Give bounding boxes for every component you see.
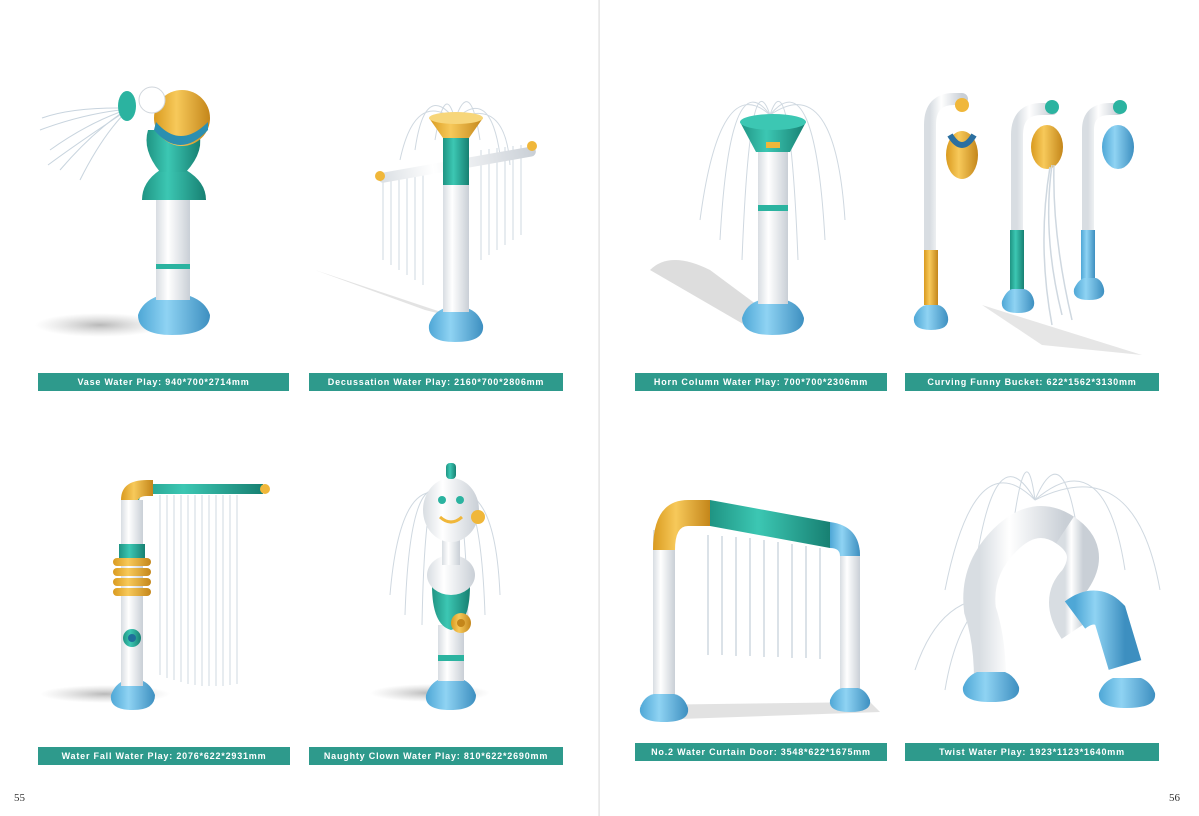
base-shape — [962, 672, 1020, 702]
base-shape — [829, 688, 871, 712]
product-label-vase: Vase Water Play: 940*700*2714mm — [38, 373, 289, 391]
page-number-right: 56 — [1169, 792, 1180, 804]
base-shape — [110, 680, 155, 710]
base-shape — [425, 679, 476, 710]
top-bar-shape — [710, 500, 830, 548]
twist-water-play-illustration — [914, 471, 1161, 708]
base-shape — [742, 300, 804, 335]
base-shape — [639, 694, 689, 722]
water-curtain-door-illustration — [639, 500, 880, 722]
horn-rim-shape — [740, 114, 806, 130]
curved-pipe-shape — [1082, 103, 1124, 241]
nozzle-head-shape — [138, 86, 166, 114]
shadow-shape — [982, 305, 1142, 355]
product-label-decussation: Decussation Water Play: 2160*700*2806mm — [309, 373, 563, 391]
left-page: Vase Water Play: 940*700*2714mm Decussat… — [0, 0, 599, 816]
column-band-shape — [438, 655, 464, 661]
column-band-shape — [156, 264, 190, 269]
bucket-shape — [1031, 125, 1063, 169]
clown-mouth-shape — [438, 515, 464, 524]
top-pipe-shape — [130, 484, 263, 502]
bucket-ring-shape — [947, 133, 977, 148]
pipe-sleeve-shape — [1010, 230, 1024, 290]
product-label-curving-funny-bucket: Curving Funny Bucket: 622*1562*3130mm — [905, 373, 1159, 391]
right-page: Horn Column Water Play: 700*700*2306mm C… — [600, 0, 1199, 816]
vase-neck-shape — [142, 170, 206, 200]
right-elbow-shape — [830, 522, 860, 556]
left-post-shape — [653, 530, 675, 700]
water-fountain-shape — [914, 471, 1161, 691]
column-shape — [443, 180, 469, 312]
water-curtain-shape — [159, 495, 238, 686]
base-shape — [913, 305, 949, 330]
pivot-shape — [1045, 100, 1059, 114]
base-shape — [428, 308, 484, 342]
column-shape — [438, 625, 464, 681]
blue-elbow-shape — [1064, 590, 1142, 670]
coil-shape — [113, 558, 151, 596]
base-shape — [1073, 278, 1105, 300]
page-number-left: 55 — [14, 792, 25, 804]
clown-head-shape — [423, 478, 479, 542]
curved-pipe-shape — [924, 93, 968, 261]
water-curtain-shape — [707, 535, 821, 659]
clown-eye-shape — [438, 496, 446, 504]
clown-belly-shape — [427, 555, 475, 595]
column-shape — [758, 150, 788, 304]
decussation-water-play-illustration — [315, 101, 537, 342]
pipe-sleeve-shape — [1081, 230, 1095, 280]
bar-end-shape — [527, 141, 537, 151]
clown-neck-shape — [442, 540, 460, 565]
elbow-shape — [121, 480, 153, 504]
column-teal-shape — [443, 135, 469, 185]
nozzle-cup-shape — [118, 91, 136, 121]
pipe-end-shape — [260, 484, 270, 494]
horn-band-shape — [766, 142, 780, 148]
horn-column-water-play-illustration — [650, 101, 846, 335]
column-band-shape — [758, 205, 788, 211]
column-shape — [156, 200, 190, 300]
product-label-naughty-clown: Naughty Clown Water Play: 810*622*2690mm — [309, 747, 563, 765]
twist-tube-shape — [1049, 516, 1099, 639]
ball-band-shape — [154, 122, 208, 145]
product-label-water-curtain-door: No.2 Water Curtain Door: 3548*622*1675mm — [635, 743, 887, 761]
nozzle-center-shape — [457, 619, 465, 627]
nozzle-center-shape — [128, 634, 136, 642]
left-elbow-shape — [653, 500, 710, 550]
right-post-shape — [840, 550, 860, 695]
pivot-shape — [955, 98, 969, 112]
column-collar-shape — [119, 544, 145, 558]
shadow-shape — [315, 270, 465, 320]
pivot-shape — [1113, 100, 1127, 114]
water-fall-water-play-illustration — [40, 480, 270, 710]
water-jet-shape — [39, 107, 123, 181]
curved-pipe-shape — [1011, 103, 1058, 241]
bucket-shape — [1102, 125, 1134, 169]
vase-water-play-illustration — [35, 86, 210, 337]
pipe-sleeve-shape — [924, 250, 938, 305]
product-label-twist: Twist Water Play: 1923*1123*1640mm — [905, 743, 1159, 761]
product-label-water-fall: Water Fall Water Play: 2076*622*2931mm — [38, 747, 290, 765]
page-gutter — [598, 0, 601, 816]
clown-hat-shape — [446, 463, 456, 479]
shadow-shape — [640, 702, 880, 720]
horn-top-shape — [740, 122, 806, 152]
clown-eye-shape — [456, 496, 464, 504]
naughty-clown-water-play-illustration — [370, 463, 501, 710]
bar-end-shape — [375, 171, 385, 181]
clown-ear-shape — [471, 510, 485, 524]
base-shape — [1098, 678, 1156, 708]
water-splash-shape — [1043, 164, 1073, 326]
base-shape — [1001, 289, 1035, 313]
shadow-shape — [35, 313, 165, 337]
base-shape — [138, 296, 210, 335]
water-curtain-shape — [382, 145, 522, 285]
curving-funny-bucket-illustration — [913, 93, 1142, 355]
horn-rim-shape — [429, 112, 483, 124]
product-label-horn-column: Horn Column Water Play: 700*700*2306mm — [635, 373, 887, 391]
